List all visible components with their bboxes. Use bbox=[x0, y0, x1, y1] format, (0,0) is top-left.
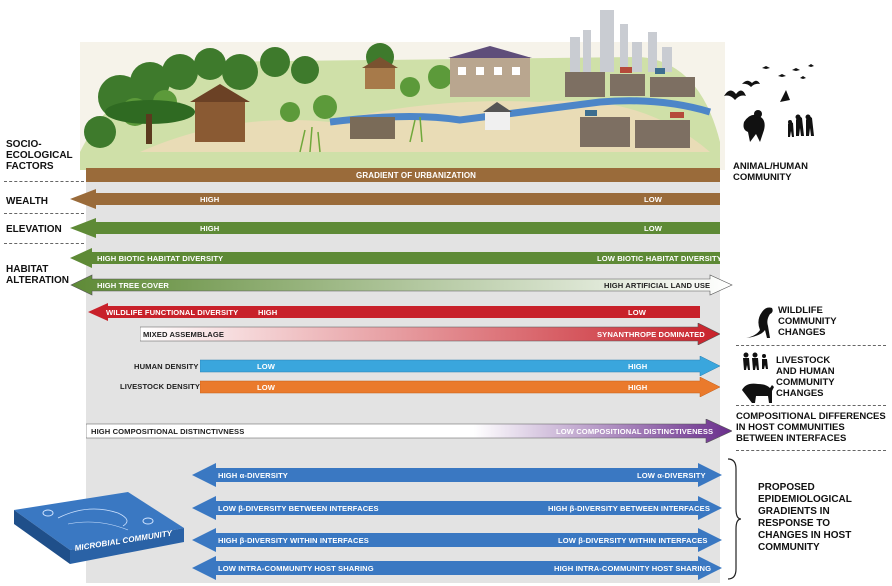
alpha-high: HIGH α-DIVERSITY bbox=[218, 471, 288, 480]
separator bbox=[4, 181, 84, 182]
sharing-low: LOW INTRA-COMMUNITY HOST SHARING bbox=[218, 564, 374, 573]
alpha-low: LOW α-DIVERSITY bbox=[637, 471, 706, 480]
wildlife-low: LOW bbox=[628, 308, 647, 317]
wildlife-silhouette-icon bbox=[742, 304, 776, 340]
assemblage-mixed: MIXED ASSEMBLAGE bbox=[143, 330, 225, 339]
wildlife-diversity-arrow: WILDLIFE FUNCTIONAL DIVERSITY HIGH LOW bbox=[88, 303, 700, 321]
wealth-arrow: HIGH LOW bbox=[70, 189, 720, 209]
separator bbox=[4, 213, 84, 214]
livestock-density-arrow: LOW HIGH bbox=[200, 377, 720, 397]
tree-cover-arrow: HIGH TREE COVER HIGH ARTIFICIAL LAND USE bbox=[70, 274, 734, 296]
separator bbox=[736, 450, 886, 451]
wealth-low: LOW bbox=[644, 195, 663, 204]
livestock-human-silhouette-icon bbox=[738, 350, 774, 406]
elevation-high: HIGH bbox=[200, 224, 220, 233]
alpha-diversity-arrow: HIGH α-DIVERSITY LOW α-DIVERSITY bbox=[192, 463, 722, 487]
livestock-low: LOW bbox=[257, 383, 276, 392]
beta-between-arrow: LOW β-DIVERSITY BETWEEN INTERFACES HIGH … bbox=[192, 496, 722, 520]
livestock-density-label: LIVESTOCK DENSITY bbox=[120, 382, 201, 391]
urbanization-label: GRADIENT OF URBANIZATION bbox=[356, 171, 477, 180]
biotic-habitat-arrow: HIGH BIOTIC HABITAT DIVERSITY LOW BIOTIC… bbox=[70, 248, 722, 268]
wealth-high: HIGH bbox=[200, 195, 220, 204]
distinctiveness-arrow: HIGH COMPOSITIONAL DISTINCTIVNESS LOW CO… bbox=[86, 419, 732, 443]
human-density-arrow: LOW HIGH bbox=[200, 356, 720, 376]
wildlife-label: WILDLIFE FUNCTIONAL DIVERSITY bbox=[106, 308, 239, 317]
tree-high: HIGH TREE COVER bbox=[97, 281, 169, 290]
artificial-high: HIGH ARTIFICIAL LAND USE bbox=[604, 281, 711, 290]
elevation-low: LOW bbox=[644, 224, 663, 233]
human-high: HIGH bbox=[628, 362, 648, 371]
animal-human-silhouettes bbox=[720, 62, 820, 152]
biotic-high: HIGH BIOTIC HABITAT DIVERSITY bbox=[97, 254, 224, 263]
wealth-label: WEALTH bbox=[6, 196, 49, 207]
microbial-community-illustration: MICROBIAL COMMUNITY bbox=[8, 488, 188, 568]
urbanization-bar: GRADIENT OF URBANIZATION bbox=[86, 168, 720, 182]
beta-within-low: LOW β-DIVERSITY WITHIN INTERFACES bbox=[558, 536, 708, 545]
separator bbox=[4, 243, 84, 244]
livestock-high: HIGH bbox=[628, 383, 648, 392]
beta-between-low: LOW β-DIVERSITY BETWEEN INTERFACES bbox=[218, 504, 379, 513]
distinct-low: LOW COMPOSITIONAL DISTINCTIVENESS bbox=[556, 427, 714, 436]
human-density-label: HUMAN DENSITY bbox=[134, 362, 199, 371]
separator bbox=[736, 405, 886, 406]
beta-within-high: HIGH β-DIVERSITY WITHIN INTERFACES bbox=[218, 536, 369, 545]
assemblage-synanthrope: SYNANTHROPE DOMINATED bbox=[597, 330, 705, 339]
elevation-arrow: HIGH LOW bbox=[70, 218, 720, 238]
separator bbox=[736, 345, 886, 346]
wildlife-high: HIGH bbox=[258, 308, 278, 317]
elevation-label: ELEVATION bbox=[6, 224, 62, 235]
assemblage-arrow: MIXED ASSEMBLAGE SYNANTHROPE DOMINATED bbox=[140, 323, 720, 345]
distinct-high: HIGH COMPOSITIONAL DISTINCTIVNESS bbox=[91, 427, 245, 436]
host-sharing-arrow: LOW INTRA-COMMUNITY HOST SHARING HIGH IN… bbox=[192, 556, 722, 580]
sharing-high: HIGH INTRA-COMMUNITY HOST SHARING bbox=[554, 564, 712, 573]
urbanization-landscape-illustration bbox=[80, 2, 725, 170]
beta-within-arrow: HIGH β-DIVERSITY WITHIN INTERFACES LOW β… bbox=[192, 528, 722, 552]
biotic-low: LOW BIOTIC HABITAT DIVERSITY bbox=[597, 254, 722, 263]
human-low: LOW bbox=[257, 362, 276, 371]
brace bbox=[726, 457, 742, 581]
beta-between-high: HIGH β-DIVERSITY BETWEEN INTERFACES bbox=[548, 504, 710, 513]
